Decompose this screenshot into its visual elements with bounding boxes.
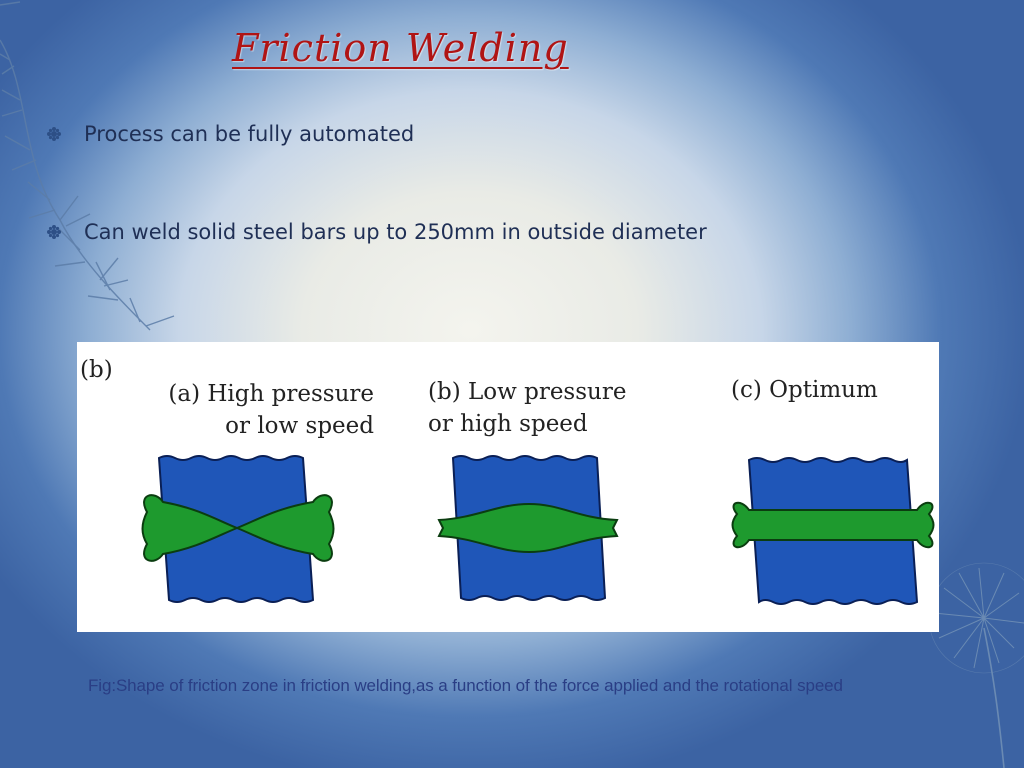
panel-b-diagram	[437, 455, 619, 601]
bullet-item: Can weld solid steel bars up to 250mm in…	[46, 220, 707, 244]
bullet-text: Can weld solid steel bars up to 250mm in…	[84, 220, 707, 244]
bullet-text: Process can be fully automated	[84, 122, 415, 146]
panel-a-diagram	[141, 455, 335, 603]
panel-b-label: (b) Low pressure or high speed	[428, 379, 627, 437]
flower-bullet-icon	[47, 225, 61, 239]
panel-c-weld-zone	[731, 501, 935, 549]
slide-title: Friction Welding	[232, 26, 569, 70]
panel-b-weld-zone	[437, 502, 619, 554]
flower-bullet-icon	[47, 127, 61, 141]
figure-tag: (b)	[80, 357, 113, 383]
bullet-item: Process can be fully automated	[46, 122, 414, 146]
panel-c-label: (c) Optimum	[731, 377, 878, 403]
panel-a-weld-zone	[141, 494, 335, 562]
panel-c-diagram	[731, 457, 935, 605]
figure-caption: Fig:Shape of friction zone in friction w…	[88, 676, 843, 695]
friction-zone-figure: (b) (a) High pressure or low speed (b) L…	[77, 342, 939, 632]
branch-decoration-icon	[0, 1, 175, 331]
panel-a-label: (a) High pressure or low speed	[168, 381, 374, 439]
friction-zone-diagram	[141, 455, 935, 605]
